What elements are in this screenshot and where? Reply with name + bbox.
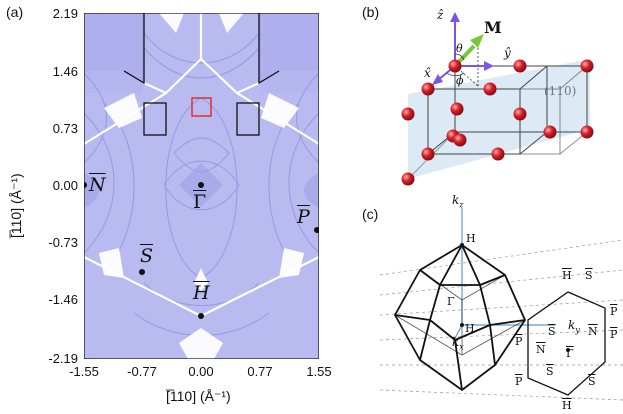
label-H: H: [193, 282, 210, 304]
point-H-dot: [198, 313, 204, 319]
y-hat-label: ŷ: [504, 46, 511, 60]
point-S-dot: [139, 269, 145, 275]
kz-k: k: [452, 193, 460, 207]
ky-label: ky: [568, 318, 580, 334]
bcc-lattice-diagram: [401, 12, 594, 186]
proj-P-left-bottom: P: [515, 375, 523, 388]
y-tick-7: -2.19: [48, 351, 78, 366]
y-tick-6: -1.46: [48, 292, 78, 307]
x-tick-2: -0.77: [127, 364, 157, 379]
brillouin-zone-diagram: [380, 208, 623, 401]
y-axis-title: [̅110] (Å⁻¹): [8, 173, 24, 238]
point-N-dot: [84, 182, 87, 188]
bz-H-mid: H: [465, 322, 475, 335]
plane-110-label: (110): [544, 84, 577, 98]
proj-S-mid: S: [548, 325, 556, 338]
proj-H-bottom: H: [562, 399, 572, 412]
proj-S-bottom: S: [546, 365, 554, 378]
ky-sub: y: [575, 325, 580, 335]
point-P-dot: [314, 227, 319, 233]
x-tick-1: -1.55: [69, 364, 99, 379]
ky-k: k: [568, 318, 576, 332]
x-tick-5: 1.55: [306, 364, 332, 379]
x-tick-3: 0.00: [188, 364, 214, 379]
kx-label: kx: [452, 335, 464, 351]
x-hat-label: x̂: [424, 66, 431, 80]
x-axis-title: [̅110] (Å⁻¹): [166, 388, 231, 404]
label-S: S: [140, 245, 154, 267]
z-hat-label: ẑ: [437, 8, 444, 22]
highlight-box: [191, 97, 212, 117]
label-N: N: [89, 174, 106, 196]
proj-H-top: H: [562, 269, 572, 282]
label-P: P: [297, 206, 310, 228]
surface-spectral-map: [84, 13, 319, 359]
proj-P-left: P: [515, 335, 523, 348]
label-Gamma: Γ: [193, 191, 207, 213]
point-gamma-dot: [198, 182, 204, 188]
panel-b-label: (b): [362, 4, 380, 20]
panel-c-label: (c): [362, 206, 379, 222]
x-tick-4: 0.77: [247, 364, 273, 379]
kz-sub: z: [459, 200, 464, 210]
theta-label: θ: [456, 42, 463, 55]
bz-Gamma: Γ: [447, 295, 455, 308]
y-tick-4: 0.00: [52, 178, 78, 193]
y-tick-1: 2.19: [52, 6, 78, 21]
kx-k: k: [452, 335, 460, 349]
proj-S-right-bottom: S: [588, 375, 596, 388]
proj-N-left: N: [536, 343, 546, 356]
y-tick-2: 1.46: [52, 64, 78, 79]
kz-label: kz: [452, 193, 464, 209]
M-vector-label: M: [484, 18, 502, 37]
phi-label: ϕ: [456, 74, 464, 87]
bz-H-top: H: [466, 232, 476, 245]
proj-P-right-top: P: [610, 305, 618, 318]
proj-N-right: N: [588, 325, 598, 338]
proj-S-top: S: [585, 269, 593, 282]
proj-Gamma: Γ: [566, 347, 574, 360]
panel-a-label: (a): [6, 4, 24, 20]
kx-sub: x: [459, 342, 464, 352]
y-tick-5: -0.73: [48, 235, 78, 250]
proj-P-right: P: [610, 328, 618, 341]
y-tick-3: 0.73: [52, 121, 78, 136]
